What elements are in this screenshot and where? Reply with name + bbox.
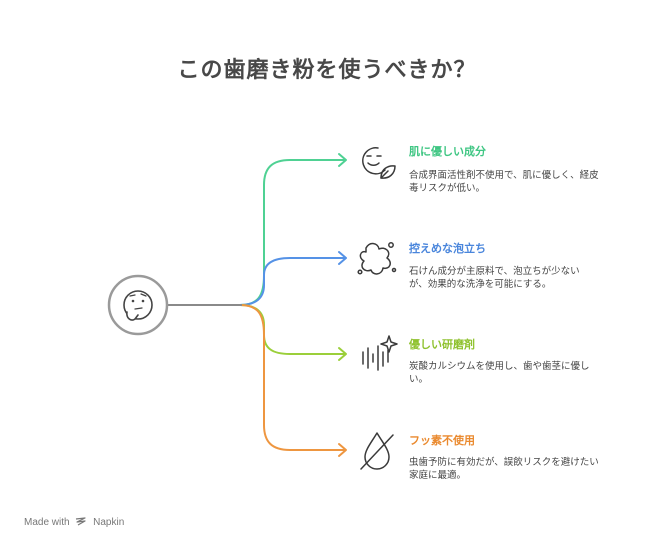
arrowhead-2 xyxy=(338,251,347,265)
item-title-4: フッ素不使用 xyxy=(409,434,475,447)
branch-connector-1 xyxy=(168,159,345,306)
branch-connector-2 xyxy=(239,257,345,306)
foam-splash-icon xyxy=(357,242,397,275)
branch-connector-4 xyxy=(239,304,345,451)
arrowhead-1 xyxy=(338,153,347,167)
sparkle-lines-icon xyxy=(362,335,398,371)
napkin-logo-icon xyxy=(72,517,89,528)
item-title-1: 肌に優しい成分 xyxy=(409,145,486,158)
diagram-title: この歯磨き粉を使うべきか？ xyxy=(177,58,477,83)
item-desc-4: 虫歯予防に有効だが、誤飲リスクを避けたい 家庭に最適。 xyxy=(409,457,599,481)
arrowhead-3 xyxy=(338,347,347,361)
thinking-face-icon xyxy=(107,274,169,336)
made-with-label: Made with xyxy=(24,517,70,528)
item-desc-2: 石けん成分が主原料で、泡立ちが少ない が、効果的な洗浄を可能にする。 xyxy=(409,266,580,290)
drop-slash-icon xyxy=(360,432,394,470)
face-leaf-icon xyxy=(362,147,396,179)
item-desc-1: 合成界面活性剤不使用で、肌に優しく、経皮 毒リスクが低い。 xyxy=(409,170,599,194)
napkin-brand: Napkin xyxy=(93,517,125,528)
made-with-napkin-footer[interactable]: Made with Napkin xyxy=(24,517,124,528)
item-title-3: 優しい研磨剤 xyxy=(409,338,475,351)
arrowhead-4 xyxy=(338,443,347,457)
item-title-2: 控えめな泡立ち xyxy=(409,242,486,255)
branch-connector-3 xyxy=(239,304,345,355)
item-desc-3: 炭酸カルシウムを使用し、歯や歯茎に優し い。 xyxy=(409,361,590,385)
